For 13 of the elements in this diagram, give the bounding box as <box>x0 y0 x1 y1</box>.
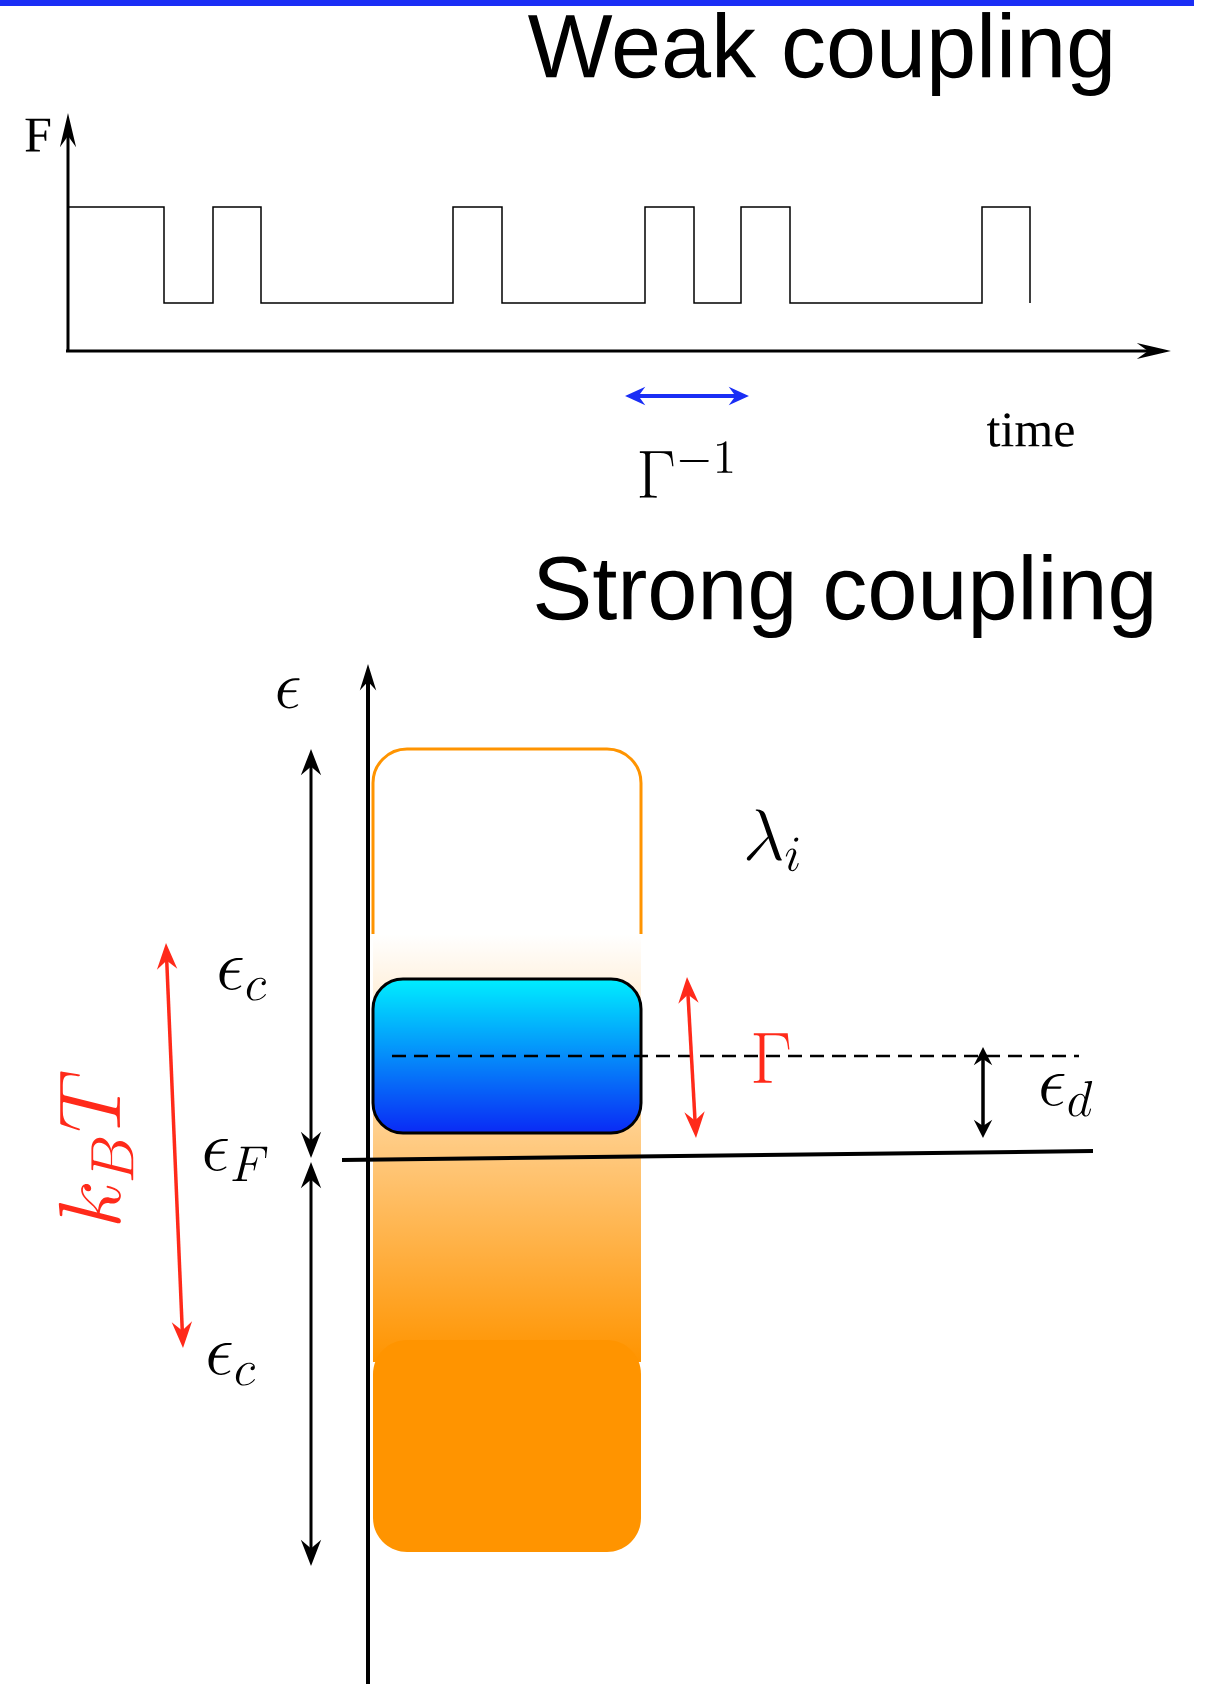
heading: Weak coupling <box>528 12 1111 96</box>
axis-label: $\epsilon$ <box>277 678 300 709</box>
math-label: $\epsilon_c$ <box>219 957 266 1001</box>
heading: Strong coupling <box>536 554 1152 638</box>
math-label: $\epsilon_F$ <box>204 1138 268 1182</box>
math-label: $\epsilon_d$ <box>1041 1073 1093 1117</box>
math-label: $k_B T$ <box>58 1071 134 1224</box>
axis-label: time <box>987 413 1074 447</box>
math-label: $\lambda_i$ <box>746 809 799 872</box>
math-label: $\Gamma$ <box>753 1033 790 1083</box>
axis-label: F <box>25 118 51 152</box>
math-label: $\Gamma^{-1}$ <box>639 441 733 498</box>
math-label: $\epsilon_c$ <box>208 1342 255 1386</box>
